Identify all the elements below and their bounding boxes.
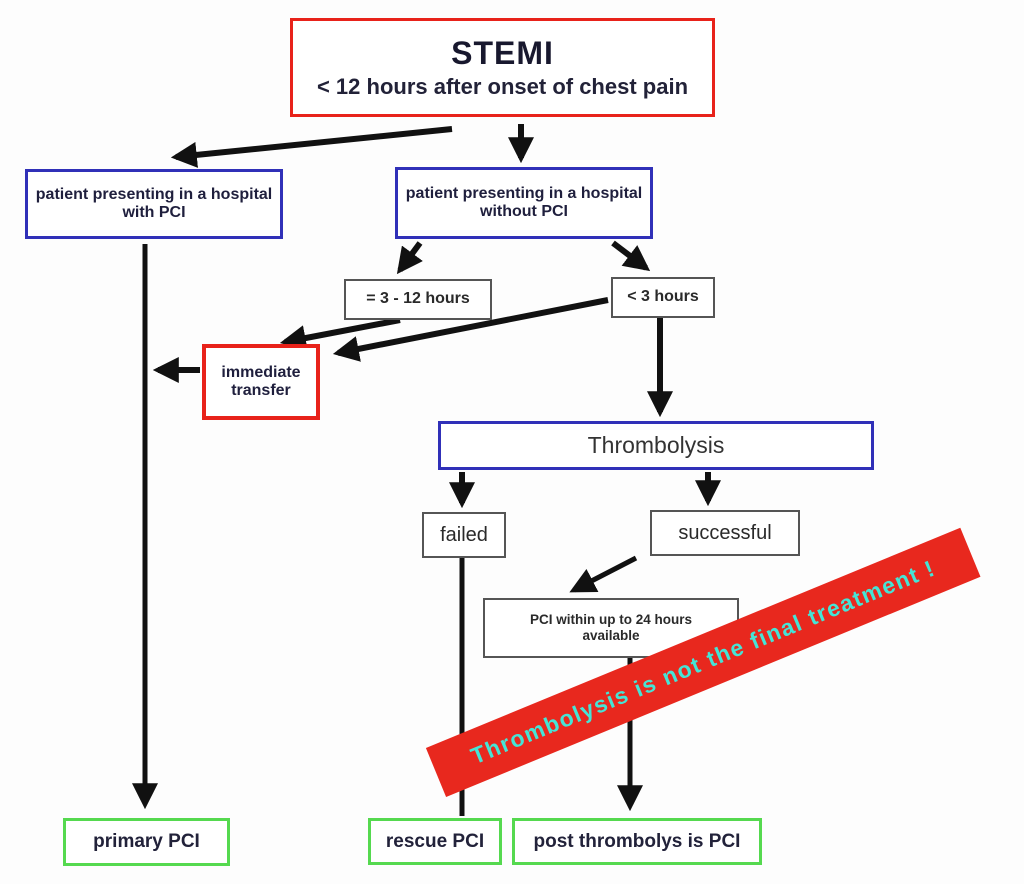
- hospital-without-pci-label: patient presenting in a hospital without…: [405, 184, 643, 220]
- primary-pci-label: primary PCI: [93, 831, 200, 853]
- hours-lt3-label: < 3 hours: [627, 288, 699, 306]
- node-rescue-pci: rescue PCI: [368, 818, 502, 865]
- post-thrombolysis-pci-label: post thrombolys is PCI: [533, 830, 741, 852]
- hospital-with-pci-label: patient presenting in a hospital with PC…: [35, 185, 273, 221]
- successful-label: successful: [678, 521, 772, 544]
- immediate-transfer-label: immediate transfer: [221, 363, 301, 399]
- node-lt3-hours: < 3 hours: [611, 277, 715, 318]
- pci-24h-label: PCI within up to 24 hours available: [530, 612, 692, 643]
- node-failed: failed: [422, 512, 506, 558]
- node-thrombolysis: Thrombolysis: [438, 421, 874, 470]
- arrow-withoutpci-to-3-12-hours: [396, 241, 423, 275]
- stemi-subtitle: < 12 hours after onset of chest pain: [316, 74, 689, 100]
- node-immediate-transfer: immediate transfer: [202, 344, 320, 420]
- rescue-pci-label: rescue PCI: [385, 830, 485, 852]
- thrombolysis-label: Thrombolysis: [587, 432, 725, 459]
- node-hospital-without-pci: patient presenting in a hospital without…: [395, 167, 653, 239]
- node-primary-pci: primary PCI: [63, 818, 230, 866]
- hours-3-12-label: = 3 - 12 hours: [366, 290, 470, 308]
- stemi-title: STEMI: [451, 35, 554, 72]
- node-hospital-with-pci: patient presenting in a hospital with PC…: [25, 169, 283, 239]
- arrow-stemi-to-hospital-with-pci: [170, 126, 453, 168]
- failed-label: failed: [440, 523, 488, 546]
- arrow-withoutpci-to-lt3-hours: [611, 240, 651, 272]
- arrow-3-12-hours-to-immediate-transfer: [279, 317, 401, 351]
- node-post-thrombolysis-pci: post thrombolys is PCI: [512, 818, 762, 865]
- node-successful: successful: [650, 510, 800, 556]
- arrow-successful-to-pci24h: [569, 555, 638, 593]
- node-3-12-hours: = 3 - 12 hours: [344, 279, 492, 320]
- node-stemi: STEMI < 12 hours after onset of chest pa…: [290, 18, 715, 117]
- arrow-lt3-hours-to-immediate-transfer: [332, 297, 609, 362]
